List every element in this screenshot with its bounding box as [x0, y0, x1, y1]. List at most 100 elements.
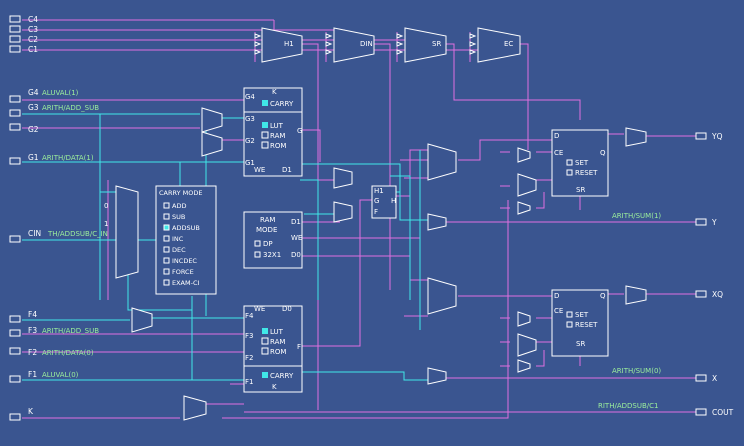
f-lut-pin-f2: F2 — [245, 354, 253, 362]
carry-mode-option-label: FORCE — [172, 268, 194, 276]
cin-mux-one-label: 1 — [104, 220, 108, 228]
h-block-upper-mux — [333, 167, 353, 189]
top-mux-din-label: DIN — [360, 40, 373, 48]
input-f2-label: F2 — [28, 348, 37, 357]
g2-input-mux — [201, 131, 223, 157]
top-mux-h1: H1 — [254, 27, 303, 63]
net-label-sum1: ARITH/SUM(1) — [612, 212, 661, 220]
f-lut-block — [243, 305, 303, 393]
carry-mode-title: CARRY MODE — [159, 189, 202, 197]
carry-mode-option-label: EXAM-CI — [172, 279, 199, 287]
f-lut-carry-label: CARRY — [270, 372, 294, 380]
g-lut-k: K — [272, 88, 277, 96]
xq-ce-select-mux — [517, 333, 537, 357]
f-lut-we: WE — [254, 305, 265, 313]
yq-ce-select-mux — [517, 173, 537, 197]
carry-mode-option-checkbox[interactable] — [163, 224, 170, 231]
ff-yq-reset-checkbox[interactable] — [566, 169, 573, 176]
ff-yq-set-checkbox[interactable] — [566, 159, 573, 166]
carry-mode-option-checkbox[interactable] — [163, 235, 170, 242]
carry-mode-option-checkbox[interactable] — [163, 279, 170, 286]
g-lut-lut-label: LUT — [270, 122, 284, 130]
net-label-f2: ARITH/DATA(0) — [42, 349, 94, 357]
xq-output-mux — [625, 285, 647, 305]
output-pins — [695, 132, 707, 416]
net-label-cin: TH/ADDSUB/C_IN — [47, 230, 108, 238]
carry-mode-option-label: INC — [172, 235, 184, 243]
xq-ce-mux — [517, 311, 531, 327]
carry-mode-option-checkbox[interactable] — [163, 268, 170, 275]
input-f4-label: F4 — [28, 310, 37, 319]
g-lut-d1: D1 — [282, 166, 292, 174]
input-g2-label: G2 — [28, 125, 39, 134]
ff-yq-q: Q — [600, 149, 606, 157]
xq-d-mux — [427, 277, 457, 315]
ff-xq-sr: SR — [576, 340, 585, 348]
g-lut-rom-checkbox[interactable] — [261, 141, 269, 149]
output-cout-label: COUT — [712, 408, 734, 417]
h-block-g: G — [374, 197, 379, 205]
f4-input-mux — [131, 307, 153, 333]
ff-xq-q: Q — [600, 292, 606, 300]
ram-mode-32x1-checkbox[interactable] — [254, 251, 261, 258]
g-lut-carry-checkbox[interactable] — [262, 100, 268, 106]
carry-mode-option-label: ADDSUB — [172, 224, 200, 232]
g-lut-pin-g1: G1 — [245, 159, 255, 167]
net-label-cout: RITH/ADDSUB/C1 — [598, 402, 658, 410]
input-f1-label: F1 — [28, 370, 37, 379]
x-out-mux — [427, 367, 447, 385]
ff-yq-ce: CE — [554, 149, 563, 157]
h-function-block — [371, 185, 397, 219]
ram-mode-d0: D0 — [291, 251, 301, 259]
f-lut-lut-checkbox[interactable] — [262, 328, 268, 334]
carry-mode-option-checkbox[interactable] — [163, 202, 170, 209]
ram-mode-dp-checkbox[interactable] — [254, 240, 261, 247]
g-lut-ram-checkbox[interactable] — [261, 131, 269, 139]
net-label-f1: ALUVAL(0) — [42, 371, 79, 379]
net-label-f3: ARITH/ADD_SUB — [42, 327, 99, 335]
cin-mux-zero-label: 0 — [104, 202, 108, 210]
g-lut-block — [243, 87, 303, 177]
f-lut-d0: D0 — [282, 305, 292, 313]
yq-output-mux — [625, 127, 647, 147]
carry-mode-option-checkbox[interactable] — [163, 246, 170, 253]
g-lut-carry-label: CARRY — [270, 100, 294, 108]
carry-mode-option-checkbox[interactable] — [163, 257, 170, 264]
input-g1-label: G1 — [28, 153, 39, 162]
f-lut-ram-checkbox[interactable] — [261, 337, 269, 345]
ff-yq-d: D — [554, 132, 559, 140]
input-cin-label: CIN — [28, 229, 41, 238]
f-lut-pin-f3: F3 — [245, 332, 253, 340]
yq-sr-mux — [517, 201, 531, 215]
ff-xq-reset-label: RESET — [575, 321, 598, 329]
ram-mode-dp-label: DP — [263, 240, 273, 248]
h-block-h: H — [391, 197, 396, 205]
carry-mode-option-label: ADD — [172, 202, 186, 210]
f-lut-rom-checkbox[interactable] — [261, 347, 269, 355]
h-block-lower-mux — [333, 201, 353, 223]
g-lut-lut-checkbox[interactable] — [262, 122, 268, 128]
f-lut-f-out: F — [297, 343, 301, 351]
g-lut-pin-g4: G4 — [245, 93, 255, 101]
carry-mode-option-label: INCDEC — [172, 257, 197, 265]
g3-input-mux — [201, 107, 223, 133]
top-mux-ec: EC — [469, 27, 521, 63]
ff-xq-set-checkbox[interactable] — [566, 311, 573, 318]
top-mux-sr: SR — [396, 27, 447, 63]
ff-xq-ce: CE — [554, 307, 563, 315]
y-out-mux — [427, 213, 447, 231]
carry-mode-option-label: SUB — [172, 213, 185, 221]
f-lut-carry-checkbox[interactable] — [262, 372, 268, 378]
ff-xq-reset-checkbox[interactable] — [566, 321, 573, 328]
top-mux-ec-label: EC — [504, 40, 513, 48]
g-lut-rom-label: ROM — [270, 142, 286, 150]
input-f3-label: F3 — [28, 326, 37, 335]
f-lut-pin-f1: F1 — [245, 378, 253, 386]
ram-mode-we: WE — [291, 234, 302, 242]
net-label-g4: ALUVAL(1) — [42, 89, 79, 97]
input-c3-label: C3 — [28, 25, 38, 34]
f-lut-ram-label: RAM — [270, 338, 285, 346]
carry-mode-option-checkbox[interactable] — [163, 213, 170, 220]
ram-mode-title2: MODE — [256, 226, 277, 234]
